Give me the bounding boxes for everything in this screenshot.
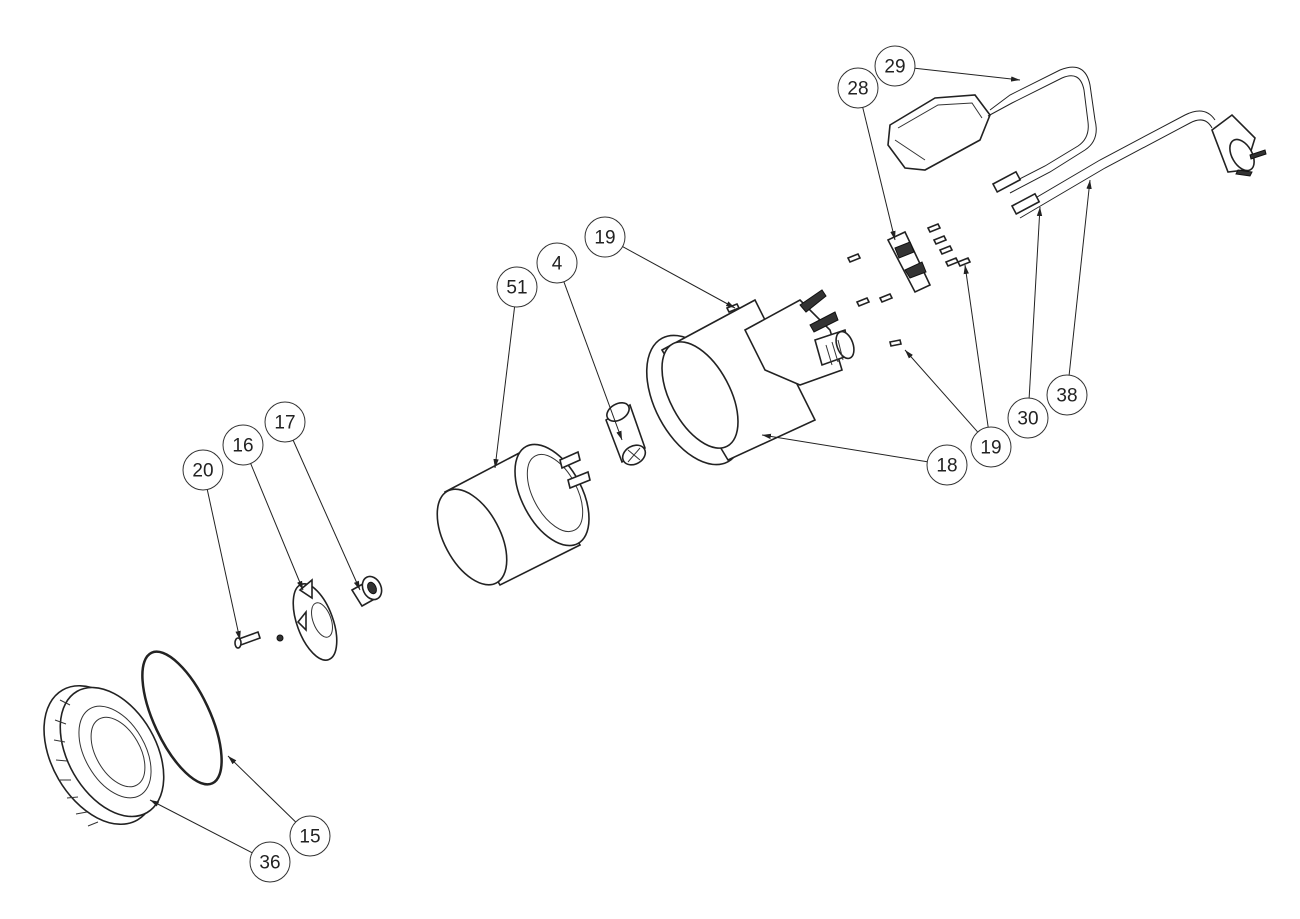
callout-bubble (264, 401, 306, 443)
callout-bubble (249, 841, 291, 883)
callout-36: 36 (249, 841, 291, 883)
callout-15: 15 (289, 815, 331, 857)
part-16-impeller (292, 578, 338, 661)
part-29-float-switch (887, 66, 1097, 194)
callout-bubble (874, 45, 916, 87)
callouts: 29 28 19 4 51 17 16 20 19 18 30 38 15 36 (182, 45, 1088, 883)
callout-bubble (182, 449, 224, 491)
leader-line-28 (862, 107, 896, 241)
leader-line-51 (493, 306, 516, 469)
callout-bubble (926, 444, 968, 486)
leader-line-18 (761, 433, 928, 463)
leader-line-16 (250, 463, 304, 591)
callout-number: 19 (980, 438, 1001, 459)
callout-number: 29 (884, 57, 905, 78)
callout-4: 4 (536, 242, 578, 284)
leader-line-19 (963, 264, 989, 428)
callout-number: 4 (552, 254, 563, 275)
leader-line-17 (292, 440, 361, 591)
callout-number: 20 (192, 461, 213, 482)
callout-number: 16 (232, 436, 253, 457)
callout-number: 19 (594, 228, 615, 249)
callout-bubble (222, 424, 264, 466)
part-19-screws (725, 222, 972, 347)
part-20-screw (234, 630, 284, 649)
callout-bubble (289, 815, 331, 857)
part-4-capacitor (605, 402, 647, 466)
leader-line-4 (563, 281, 623, 441)
callout-18: 18 (926, 444, 968, 486)
callout-38: 38 (1046, 374, 1088, 416)
callout-bubble (837, 67, 879, 109)
part-51-motor (436, 443, 591, 587)
callout-number: 36 (259, 853, 280, 874)
callout-bubble (1046, 374, 1088, 416)
leader-line-36 (149, 799, 253, 854)
callout-16: 16 (222, 424, 264, 466)
callout-number: 18 (936, 456, 957, 477)
callout-19: 19 (970, 426, 1012, 468)
part-18-housing (645, 289, 855, 466)
callout-19: 19 (584, 216, 626, 258)
leader-lines (149, 67, 1092, 854)
leader-line-20 (206, 489, 241, 641)
leader-line-15 (227, 755, 297, 823)
part-17-seal (350, 575, 383, 608)
leader-line-19 (904, 349, 979, 433)
part-28-cable-clamp (886, 230, 932, 294)
callout-29: 29 (874, 45, 916, 87)
callout-number: 28 (847, 79, 868, 100)
callout-28: 28 (837, 67, 879, 109)
callout-number: 30 (1017, 409, 1038, 430)
leader-line-30 (1028, 206, 1043, 399)
callout-number: 17 (274, 413, 295, 434)
part-38-power-cord (1010, 110, 1267, 219)
part-15-o-ring (141, 650, 223, 786)
callout-bubble (970, 426, 1012, 468)
callout-bubble (1007, 397, 1049, 439)
callout-number: 15 (299, 827, 320, 848)
callout-number: 38 (1056, 386, 1077, 407)
callout-bubble (536, 242, 578, 284)
callout-30: 30 (1007, 397, 1049, 439)
leader-line-38 (1068, 179, 1092, 376)
leader-line-29 (914, 67, 1021, 82)
callout-bubble (584, 216, 626, 258)
callout-17: 17 (264, 401, 306, 443)
callout-51: 51 (496, 266, 538, 308)
callout-bubble (496, 266, 538, 308)
callout-20: 20 (182, 449, 224, 491)
callout-number: 51 (506, 278, 527, 299)
part-36-base-ring (43, 684, 165, 827)
leader-line-19 (622, 246, 736, 309)
